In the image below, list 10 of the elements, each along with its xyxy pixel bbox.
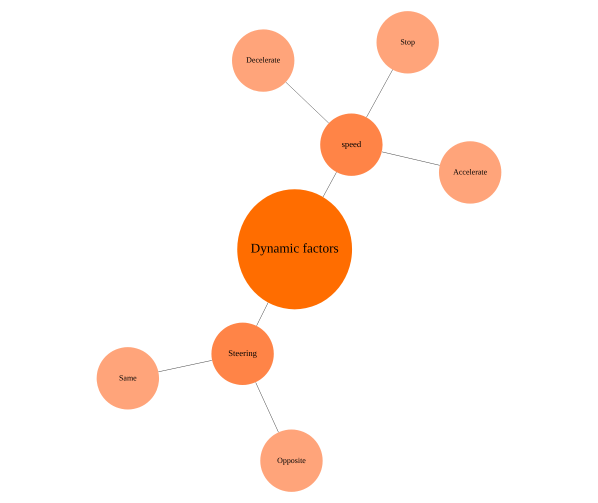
connector [322, 172, 337, 198]
node-circle: Steering [211, 322, 274, 386]
connector [158, 360, 212, 372]
node-circle: speed [320, 114, 383, 176]
connector [286, 82, 329, 124]
node-circle: Dynamic factors [237, 189, 352, 310]
connector [256, 302, 268, 326]
connector [382, 152, 440, 166]
connector [366, 69, 393, 118]
connector [255, 382, 279, 432]
